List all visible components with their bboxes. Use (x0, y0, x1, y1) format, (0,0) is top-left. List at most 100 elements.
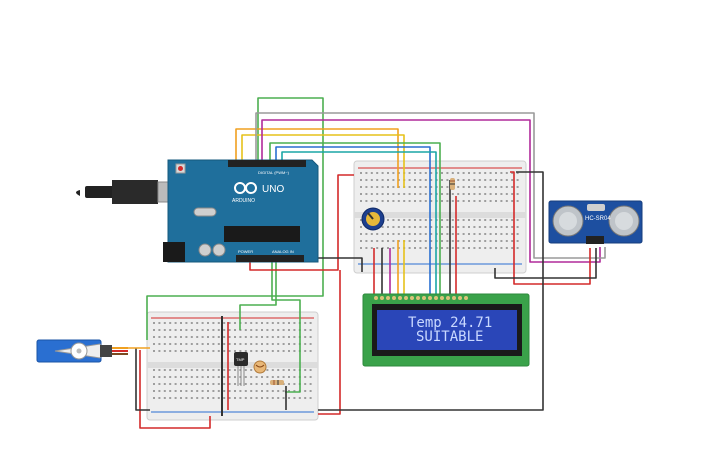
breadboard-hole[interactable] (255, 343, 258, 345)
breadboard-hole[interactable] (511, 233, 514, 235)
breadboard-hole[interactable] (180, 329, 182, 331)
breadboard-hole[interactable] (419, 240, 422, 242)
breadboard-hole[interactable] (196, 329, 199, 331)
breadboard-hole[interactable] (212, 390, 215, 392)
breadboard-hole[interactable] (196, 336, 199, 338)
breadboard-hole[interactable] (473, 226, 476, 228)
breadboard-hole[interactable] (505, 193, 508, 195)
breadboard-hole[interactable] (169, 376, 172, 378)
breadboard-hole[interactable] (163, 390, 166, 392)
breadboard-hole[interactable] (309, 350, 312, 352)
breadboard-hole[interactable] (277, 329, 280, 331)
breadboard-hole[interactable] (153, 322, 155, 324)
breadboard-hole[interactable] (392, 172, 395, 174)
breadboard-hole[interactable] (234, 350, 236, 352)
breadboard-hole[interactable] (473, 172, 476, 174)
breadboard-hole[interactable] (495, 200, 497, 202)
breadboard-hole[interactable] (239, 336, 242, 338)
breadboard-hole[interactable] (223, 383, 226, 385)
breadboard-hole[interactable] (271, 329, 274, 331)
breadboard-hole[interactable] (309, 397, 312, 399)
breadboard-hole[interactable] (250, 336, 253, 338)
servo-motor[interactable] (36, 339, 128, 363)
breadboard-hole[interactable] (370, 200, 373, 202)
breadboard-hole[interactable] (277, 376, 280, 378)
breadboard-hole[interactable] (408, 193, 411, 195)
breadboard-hole[interactable] (185, 322, 188, 324)
breadboard-hole[interactable] (505, 186, 508, 188)
breadboard-hole[interactable] (495, 186, 497, 188)
breadboard-hole[interactable] (381, 200, 384, 202)
breadboard-hole[interactable] (212, 343, 215, 345)
breadboard-hole[interactable] (441, 193, 443, 195)
breadboard-hole[interactable] (158, 336, 161, 338)
breadboard-hole[interactable] (468, 172, 470, 174)
breadboard-hole[interactable] (387, 193, 389, 195)
breadboard-hole[interactable] (266, 322, 269, 324)
breadboard-hole[interactable] (457, 193, 460, 195)
breadboard-hole[interactable] (196, 397, 199, 399)
breadboard-hole[interactable] (495, 226, 497, 228)
breadboard-hole[interactable] (185, 397, 188, 399)
breadboard-hole[interactable] (500, 179, 503, 181)
breadboard-hole[interactable] (484, 179, 487, 181)
breadboard-hole[interactable] (288, 336, 290, 338)
breadboard-hole[interactable] (430, 193, 433, 195)
breadboard-hole[interactable] (484, 233, 487, 235)
breadboard-hole[interactable] (468, 186, 470, 188)
breadboard-hole[interactable] (511, 219, 514, 221)
breadboard-hole[interactable] (414, 172, 416, 174)
arduino-uno[interactable]: UNO ARDUINO DIGITAL (PWM~) POWER ANALOG … (76, 159, 319, 263)
breadboard-hole[interactable] (153, 369, 155, 371)
breadboard-hole[interactable] (424, 200, 427, 202)
breadboard-hole[interactable] (495, 247, 497, 249)
breadboard-hole[interactable] (397, 226, 400, 228)
breadboard-hole[interactable] (495, 219, 497, 221)
breadboard-hole[interactable] (468, 179, 470, 181)
breadboard-hole[interactable] (516, 200, 519, 202)
breadboard-hole[interactable] (462, 172, 465, 174)
breadboard-hole[interactable] (468, 226, 470, 228)
breadboard-hole[interactable] (304, 329, 307, 331)
breadboard-hole[interactable] (217, 369, 220, 371)
breadboard-hole[interactable] (484, 219, 487, 221)
breadboard-hole[interactable] (180, 343, 182, 345)
breadboard-hole[interactable] (505, 219, 508, 221)
breadboard-hole[interactable] (419, 226, 422, 228)
breadboard-hole[interactable] (441, 186, 443, 188)
breadboard-hole[interactable] (255, 397, 258, 399)
breadboard-hole[interactable] (489, 247, 492, 249)
breadboard-hole[interactable] (255, 383, 258, 385)
breadboard-hole[interactable] (158, 343, 161, 345)
breadboard-hole[interactable] (282, 343, 285, 345)
breadboard-hole[interactable] (419, 186, 422, 188)
breadboard-hole[interactable] (441, 172, 443, 174)
breadboard-hole[interactable] (309, 369, 312, 371)
breadboard-hole[interactable] (217, 343, 220, 345)
breadboard-hole[interactable] (271, 376, 274, 378)
breadboard-hole[interactable] (489, 233, 492, 235)
breadboard-hole[interactable] (158, 350, 161, 352)
breadboard-hole[interactable] (196, 390, 199, 392)
breadboard-hole[interactable] (441, 200, 443, 202)
breadboard-hole[interactable] (223, 397, 226, 399)
breadboard-hole[interactable] (244, 397, 247, 399)
breadboard-hole[interactable] (201, 350, 204, 352)
breadboard-hole[interactable] (261, 343, 263, 345)
breadboard-hole[interactable] (304, 376, 307, 378)
photoresistor[interactable] (253, 360, 267, 374)
breadboard-hole[interactable] (403, 233, 406, 235)
breadboard-hole[interactable] (153, 329, 155, 331)
ultrasonic-pins[interactable] (586, 236, 604, 244)
breadboard-hole[interactable] (163, 322, 166, 324)
breadboard-hole[interactable] (266, 397, 269, 399)
breadboard-hole[interactable] (468, 247, 470, 249)
breadboard-hole[interactable] (180, 376, 182, 378)
breadboard-hole[interactable] (163, 329, 166, 331)
breadboard-hole[interactable] (228, 397, 231, 399)
breadboard-hole[interactable] (293, 397, 296, 399)
breadboard-hole[interactable] (462, 233, 465, 235)
breadboard-hole[interactable] (174, 369, 177, 371)
breadboard-hole[interactable] (180, 390, 182, 392)
breadboard-hole[interactable] (462, 186, 465, 188)
